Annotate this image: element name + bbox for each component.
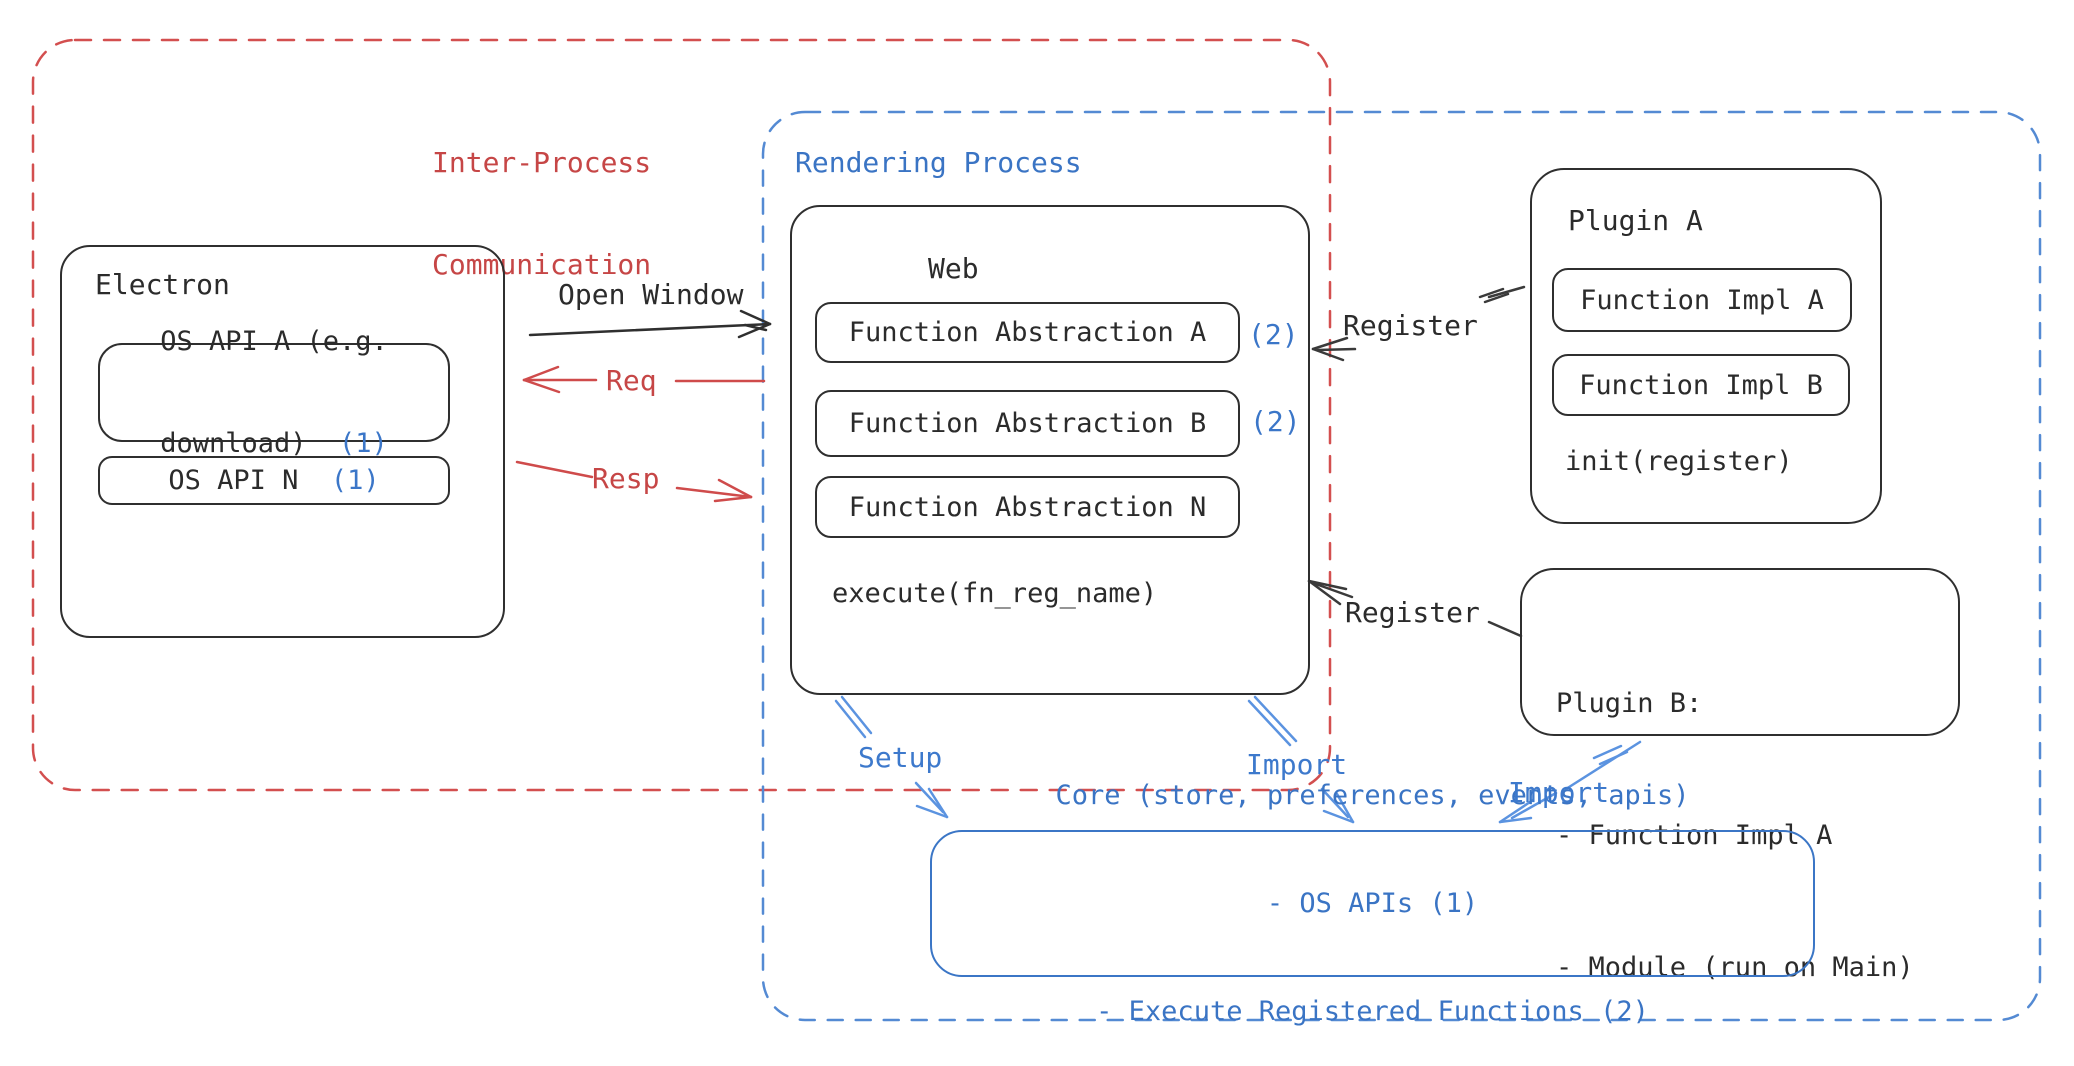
register-top-arrow: [1311, 285, 1526, 362]
open-window-label: Open Window: [558, 278, 744, 311]
web-box: [790, 205, 1310, 695]
ipc-label: Inter-Process Communication: [432, 78, 651, 350]
rendering-process-dashed-boundary: [761, 110, 2042, 1022]
os-api-n-box: OS API N (1): [98, 456, 450, 505]
function-abstraction-a-label: Function Abstraction A: [848, 317, 1207, 348]
init-register-label: init(register): [1565, 446, 1793, 477]
web-title: Web: [928, 252, 979, 285]
register-top-label: Register: [1343, 309, 1478, 342]
function-impl-b-label: Function Impl B: [1579, 369, 1823, 401]
register-bottom-arrow: [1307, 579, 1523, 638]
plugin-b-item1: - Function Impl A: [1556, 820, 1833, 851]
electron-title: Electron: [95, 268, 230, 301]
resp-arrow: [515, 460, 753, 503]
plugin-a-box: [1530, 168, 1882, 524]
os-api-n-ref: (1): [330, 465, 380, 496]
setup-label: Setup: [858, 741, 943, 774]
function-abstraction-a-box: Function Abstraction A: [815, 302, 1240, 363]
electron-box: [60, 245, 505, 638]
os-api-a-ref: (1): [339, 427, 388, 459]
resp-label: Resp: [592, 462, 660, 495]
os-api-a-line2: download) (1): [160, 427, 388, 459]
core-box: Core (store, preferences, events, apis) …: [930, 780, 1815, 1027]
os-api-a-box: OS API A (e.g. download) (1): [98, 326, 450, 459]
rendering-process-label: Rendering Process: [795, 146, 1082, 179]
plugin-b-title: Plugin B:: [1556, 688, 1703, 719]
plugin-b-box: [1520, 568, 1960, 736]
setup-arrow: [834, 695, 949, 819]
core-line3: - Execute Registered Functions (2): [1096, 995, 1649, 1027]
function-abstraction-b-ref: (2): [1250, 405, 1301, 438]
import-plugin-arrow: [1498, 740, 1642, 824]
register-bottom-label: Register: [1345, 596, 1480, 629]
import-web-arrow: [1247, 695, 1355, 824]
function-abstraction-a-ref: (2): [1248, 318, 1299, 351]
core-line1: Core (store, preferences, events, apis): [1055, 779, 1690, 811]
req-arrow: [522, 365, 766, 394]
function-impl-a-box: Function Impl A: [1552, 268, 1852, 332]
function-abstraction-n-box: Function Abstraction N: [815, 476, 1240, 538]
function-abstraction-b-label: Function Abstraction B: [848, 408, 1207, 439]
req-label: Req: [606, 364, 657, 397]
ipc-dashed-boundary: [31, 38, 1332, 792]
import-web-label: Import: [1246, 748, 1348, 781]
function-abstraction-b-box: Function Abstraction B: [815, 390, 1240, 457]
import-plugin-label: Import: [1508, 776, 1610, 809]
ipc-label-line1: Inter-Process: [432, 146, 652, 179]
function-impl-b-box: Function Impl B: [1552, 354, 1850, 416]
os-api-a-line1: OS API A (e.g.: [160, 325, 388, 357]
function-impl-a-label: Function Impl A: [1580, 284, 1824, 316]
function-abstraction-n-label: Function Abstraction N: [848, 491, 1207, 523]
ipc-label-line2: Communication: [432, 248, 652, 281]
open-window-arrow: [528, 309, 772, 339]
plugin-a-title: Plugin A: [1568, 204, 1703, 237]
core-line2: - OS APIs (1): [1266, 887, 1479, 919]
os-api-n-label: OS API N (1): [168, 465, 380, 496]
execute-call-label: execute(fn_reg_name): [832, 578, 1158, 609]
